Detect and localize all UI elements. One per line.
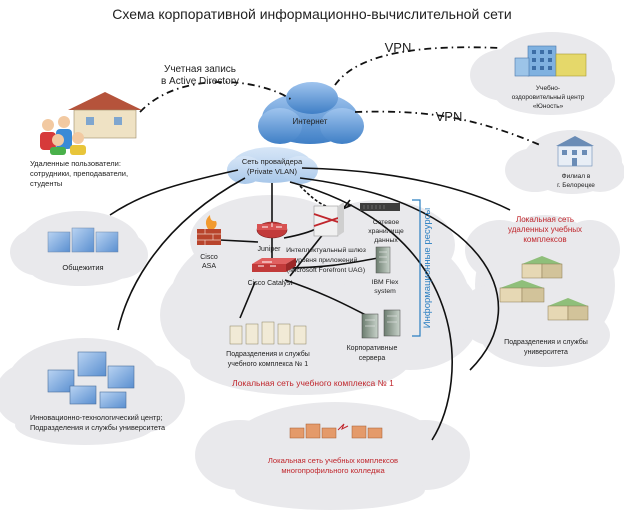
network-storage-icon	[360, 203, 400, 211]
provider-line-1: Сеть провайдера	[242, 157, 303, 166]
uag-label: Интеллектуальный шлюз уровня приложений …	[286, 246, 366, 274]
internet-cloud	[258, 82, 364, 144]
vpn-label-mid: VPN	[436, 109, 463, 124]
dorms-label: Общежития	[62, 263, 103, 272]
corp-servers-line-2: сервера	[359, 355, 386, 362]
subdivisions-line-2: учебного комплекса № 1	[228, 360, 309, 368]
remote-users-label: Удаленные пользователи: сотрудники, преп…	[30, 159, 128, 188]
branch-building-icon	[556, 136, 594, 167]
cisco-catalyst-label: Cisco Catalyst	[248, 280, 293, 287]
cisco-asa-firewall-icon	[197, 215, 221, 245]
ibm-flex-line-2: system	[374, 288, 396, 295]
storage-line-1: Сетевое	[373, 219, 400, 226]
college-line-2: многопрофильного колледжа	[281, 466, 385, 475]
subdivisions-label: Подразделения и службы учебного комплекс…	[226, 350, 310, 368]
storage-label: Сетевое хранилище данных	[368, 219, 404, 244]
ibm-flex-line-1: IBM Flex	[372, 279, 399, 286]
university-services-label: Подразделения и службы университета	[504, 338, 588, 356]
innovation-line-1: Инновационно-технологический центр;	[30, 413, 162, 422]
info-resources-bracket: Информационные ресурсы	[412, 199, 433, 337]
subdivisions-line-1: Подразделения и службы	[226, 350, 310, 358]
college-line-1: Локальная сеть учебных комплексов	[268, 456, 398, 465]
college-buildings-icon	[289, 423, 383, 439]
cloud-main-lan	[160, 195, 480, 395]
health-center-line-2: оздоровительный центр	[512, 93, 585, 101]
corporate-servers-icon	[361, 309, 401, 339]
uag-line-2: уровня приложений	[295, 256, 358, 264]
remote-users-line-3: студенты	[30, 179, 62, 188]
health-center-building-icon	[514, 45, 587, 77]
remote-complexes-label: Локальная сеть удаленных учебных комплек…	[508, 215, 582, 244]
health-center-line-1: Учебно-	[536, 84, 560, 92]
internet-label: Интернет	[293, 117, 328, 126]
storage-line-3: данных	[374, 237, 398, 244]
info-resources-label: Информационные ресурсы	[422, 208, 433, 329]
health-center-line-3: «Юность»	[533, 103, 564, 110]
uag-line-1: Интеллектуальный шлюз	[286, 246, 366, 254]
uag-gateway-server-icon	[313, 202, 344, 237]
innovation-line-2: Подразделения и службы университета	[30, 423, 166, 432]
university-services-line-2: университета	[524, 349, 568, 356]
dorms-building-icon	[47, 227, 119, 253]
health-center-label: Учебно- оздоровительный центр «Юность»	[512, 84, 585, 110]
remote-complexes-line-2: удаленных учебных	[508, 225, 582, 234]
remote-complexes-line-3: комплексов	[523, 235, 566, 244]
ad-line-1: Учетная запись	[164, 64, 236, 75]
provider-cloud	[227, 147, 318, 184]
college-label: Локальная сеть учебных комплексов многоп…	[268, 456, 398, 475]
cisco-catalyst-switch-icon	[252, 258, 296, 272]
active-directory-label: Учетная запись в Active Directory	[161, 64, 239, 87]
corp-servers-line-1: Корпоративные	[347, 345, 398, 352]
provider-line-2: (Private VLAN)	[247, 167, 298, 176]
remote-users-icon	[40, 92, 142, 155]
innovation-center-label: Инновационно-технологический центр; Подр…	[30, 413, 166, 432]
ad-line-2: в Active Directory	[161, 76, 239, 87]
uag-line-3: (Microsoft Forefront UAG)	[287, 267, 365, 274]
remote-complexes-buildings-icon	[499, 256, 589, 321]
cisco-asa-line-1: Cisco	[200, 254, 218, 261]
cloud-college	[195, 402, 470, 510]
branch-line-2: г. Белорецке	[557, 182, 595, 189]
remote-users-line-2: сотрудники, преподаватели,	[30, 169, 128, 178]
innovation-center-building-icon	[47, 351, 135, 409]
cisco-asa-line-2: ASA	[202, 263, 216, 270]
storage-line-2: хранилище	[368, 228, 404, 235]
branch-label: Филиал в г. Белорецке	[557, 173, 595, 189]
lan-complex-label: Локальная сеть учебного комплекса № 1	[232, 378, 394, 388]
remote-users-line-1: Удаленные пользователи:	[30, 159, 121, 168]
branch-line-1: Филиал в	[562, 173, 591, 180]
university-services-line-1: Подразделения и службы	[504, 338, 588, 346]
diagram-title: Схема корпоративной информационно-вычисл…	[112, 6, 511, 22]
juniper-router-icon	[256, 221, 288, 239]
remote-complexes-line-1: Локальная сеть	[516, 215, 574, 224]
ibm-flex-system-icon	[375, 246, 391, 274]
connections	[109, 167, 511, 441]
juniper-label: Juniper	[258, 246, 282, 253]
vpn-label-top: VPN	[385, 40, 412, 55]
subdivisions-servers-icon	[229, 321, 307, 345]
vpn-lines	[139, 46, 541, 146]
